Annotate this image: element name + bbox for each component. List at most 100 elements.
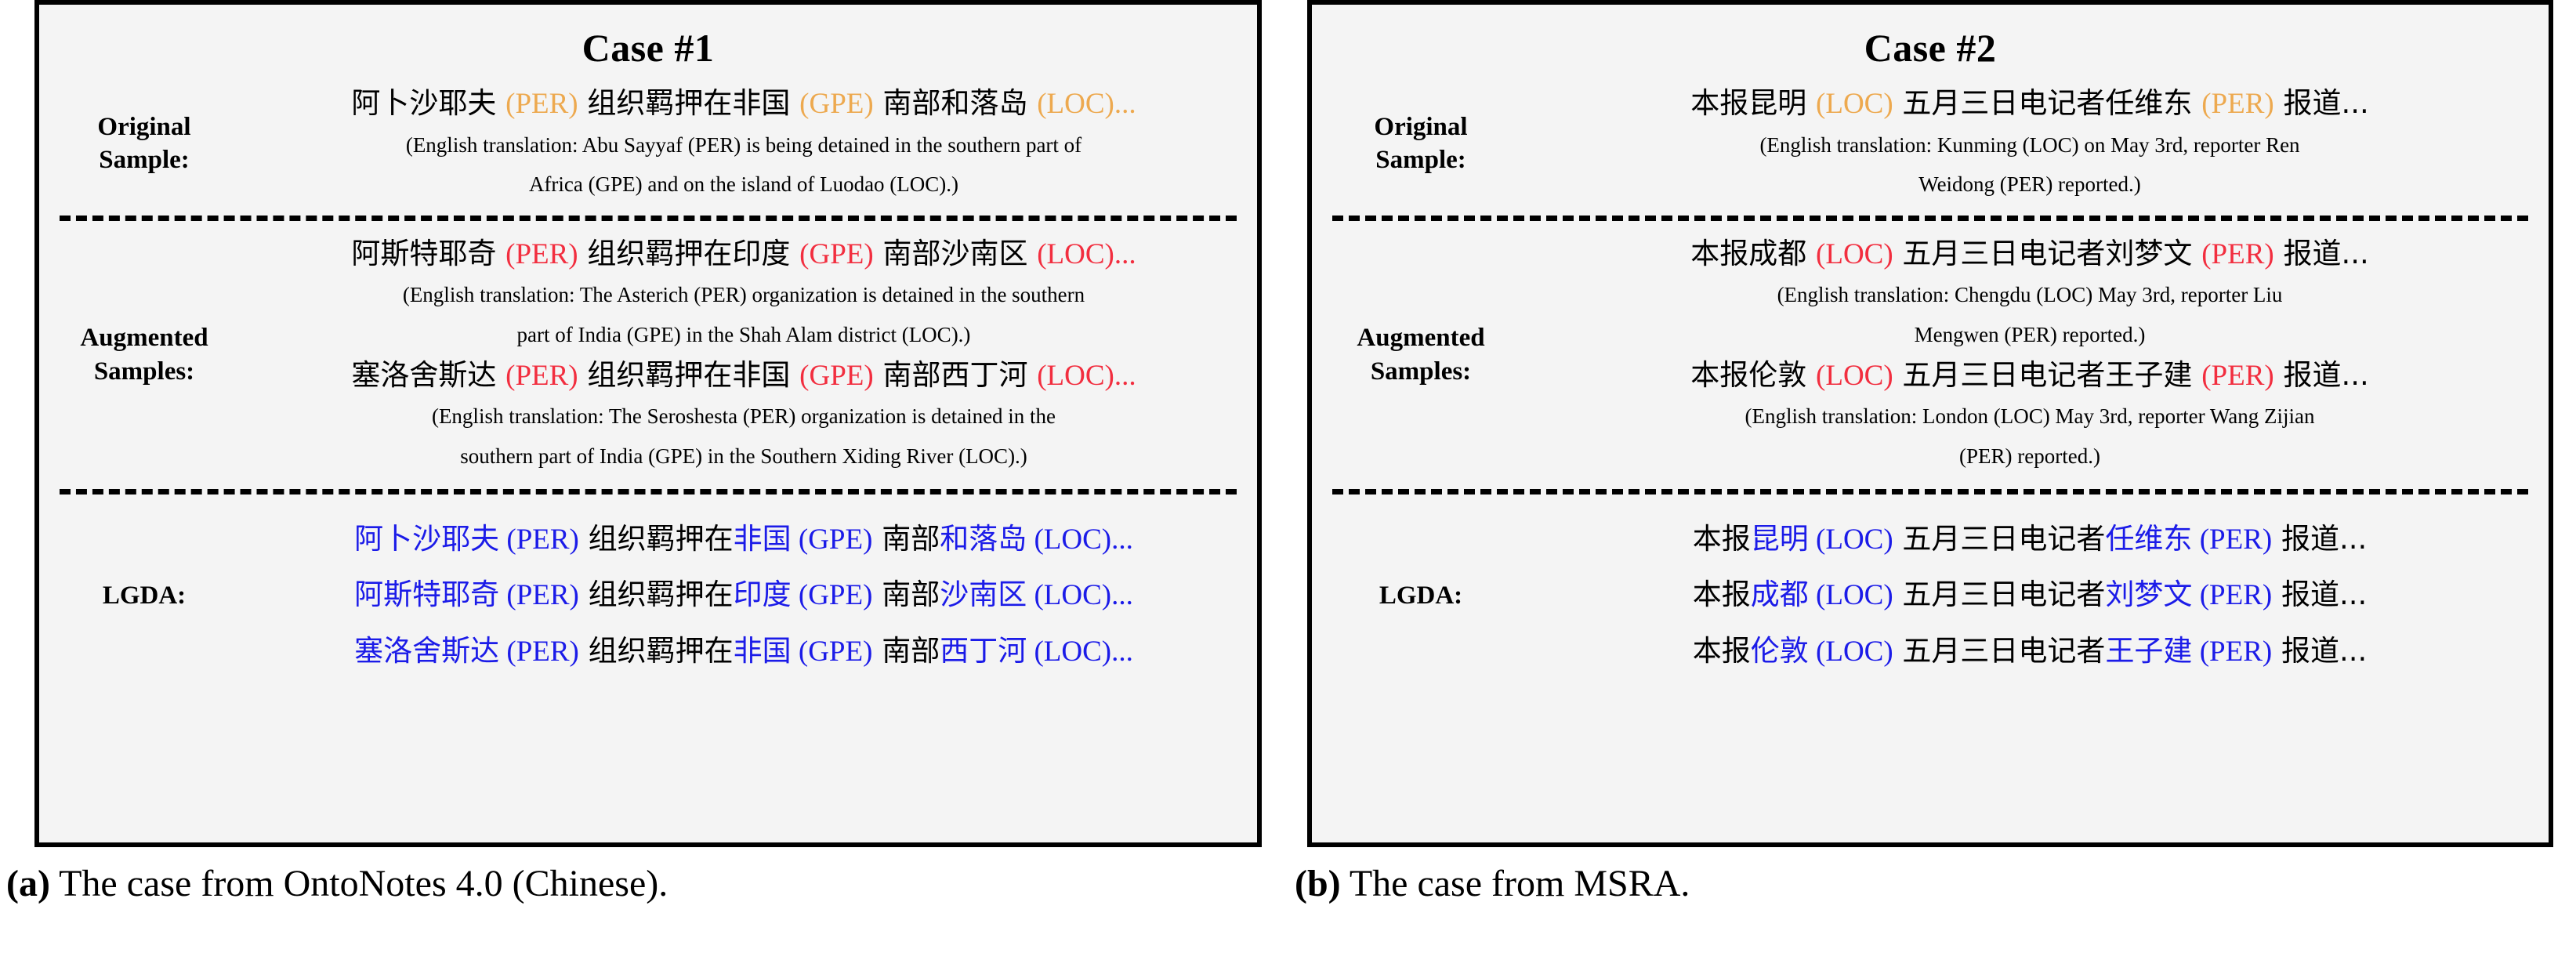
case-2-lgda-body: 本报昆明 (LOC) 五月三日电记者任维东 (PER) 报道... 本报成都 (… [1522,512,2549,680]
case-2-lgda-chinese-line-3: 本报伦敦 (LOC) 五月三日电记者王子建 (PER) 报道... [1522,624,2538,680]
entity-segment: 阿斯特耶奇 [354,578,500,612]
entity-segment: 伦敦 [1750,633,1809,668]
case-panels-container: Case #1 Original Sample: 阿卜沙耶夫 (PER) 组织羁… [34,0,2553,847]
caption-b-text: The case from MSRA. [1349,863,1690,904]
entity-segment: (PER) [2201,237,2274,270]
entity-segment: (PER) [499,579,579,612]
case-2-original-section: Original Sample: 本报昆明 (LOC) 五月三日电记者任维东 (… [1312,78,2549,216]
case-2-augmented-english-1-line-1: (English translation: Chengdu (LOC) May … [1777,283,2283,307]
entity-segment: (PER) [2192,579,2273,612]
case-1-original-label-line-2: Sample: [99,146,190,175]
entity-segment: 印度 [733,578,792,612]
entity-segment: (GPE) [791,579,873,612]
caption-b-marker: (b) [1295,863,1341,904]
case-2-lgda-chinese-line-1: 本报昆明 (LOC) 五月三日电记者任维东 (PER) 报道... [1522,512,2538,568]
entity-segment: 王子建 [2105,633,2193,668]
case-2-divider-1 [1332,215,2528,221]
entity-segment: 塞洛舍斯达 [354,633,500,668]
text-segment: 组织羁押在非国 [578,357,800,392]
entity-segment: 阿卜沙耶夫 [354,521,500,556]
entity-segment: 和落岛 [940,521,1027,556]
entity-segment: 成都 [1750,578,1809,612]
entity-segment: (LOC) [1808,579,1893,612]
entity-segment: (LOC)... [1037,237,1136,270]
caption-b: (b) The case from MSRA. [1295,862,1690,905]
case-1-original-label-line-1: Original [97,113,191,142]
entity-segment: (GPE) [799,359,874,392]
entity-segment: (PER) [505,237,578,270]
case-2-augmented-chinese-line-1: 本报成都 (LOC) 五月三日电记者刘梦文 (PER) 报道... [1522,234,2538,276]
entity-segment: (LOC) [1808,635,1893,668]
case-panel-1: Case #1 Original Sample: 阿卜沙耶夫 (PER) 组织羁… [34,0,1262,847]
case-1-title: Case #1 [582,26,715,70]
text-segment: 组织羁押在印度 [578,236,800,270]
case-1-original-chinese-line: 阿卜沙耶夫 (PER) 组织羁押在非国 (GPE) 南部和落岛 (LOC)... [241,83,1246,125]
case-2-augmented-label-line-1: Augmented [1357,324,1485,353]
entity-segment: 非国 [733,633,792,668]
text-segment: 南部 [872,521,940,556]
case-2-lgda-section: LGDA: 本报昆明 (LOC) 五月三日电记者任维东 (PER) 报道... … [1312,494,2549,694]
text-segment: 南部 [872,633,940,668]
entity-segment: (LOC)... [1037,88,1136,120]
case-2-original-chinese-line: 本报昆明 (LOC) 五月三日电记者任维东 (PER) 报道... [1522,83,2538,125]
text-segment: 塞洛舍斯达 [351,357,506,392]
text-segment: 本报成都 [1690,236,1817,270]
case-2-title: Case #2 [1864,26,1997,70]
caption-a: (a) The case from OntoNotes 4.0 (Chinese… [6,862,668,905]
text-segment: 阿卜沙耶夫 [351,86,506,120]
entity-segment: 西丁河 [940,633,1027,668]
entity-segment: (GPE) [799,88,874,120]
entity-segment: (LOC)... [1037,359,1136,392]
case-2-original-body: 本报昆明 (LOC) 五月三日电记者任维东 (PER) 报道... (Engli… [1522,83,2549,205]
text-segment: 组织羁押在 [578,521,734,556]
text-segment: 报道... [2272,633,2368,668]
text-segment: 五月三日电记者 [1893,633,2106,668]
entity-segment: 非国 [733,521,792,556]
caption-a-text: The case from OntoNotes 4.0 (Chinese). [59,863,668,904]
text-segment: 本报 [1692,521,1751,556]
text-segment: 本报昆明 [1690,86,1817,120]
entity-segment: (LOC) [1816,88,1893,120]
text-segment: 报道... [2273,86,2369,120]
case-2-divider-2 [1332,488,2528,494]
case-2-augmented-label-line-2: Samples: [1370,357,1472,386]
case-1-original-body: 阿卜沙耶夫 (PER) 组织羁押在非国 (GPE) 南部和落岛 (LOC)...… [241,83,1257,205]
entity-segment: (GPE) [799,237,874,270]
case-1-augmented-english-2-line-2: southern part of India (GPE) in the Sout… [460,444,1027,468]
entity-segment: 刘梦文 [2105,578,2193,612]
case-1-original-label: Original Sample: [39,110,241,176]
entity-segment: (GPE) [791,635,873,668]
case-panel-1-wrapper: Case #1 Original Sample: 阿卜沙耶夫 (PER) 组织羁… [34,0,1262,847]
entity-segment: 昆明 [1750,521,1809,556]
text-segment: 五月三日电记者刘梦文 [1893,236,2202,270]
text-segment: 五月三日电记者 [1893,578,2106,612]
figure-captions: (a) The case from OntoNotes 4.0 (Chinese… [0,862,2576,933]
case-1-lgda-chinese-line-2: 阿斯特耶奇 (PER) 组织羁押在印度 (GPE) 南部沙南区 (LOC)... [241,567,1246,624]
text-segment: 组织羁押在 [578,578,734,612]
case-1-augmented-english-2-line-1: (English translation: The Seroshesta (PE… [431,404,1056,429]
text-segment: 报道... [2273,236,2369,270]
text-segment: 报道... [2272,521,2368,556]
entity-segment: (PER) [2192,523,2273,556]
case-2-original-english-line-2: Weidong (PER) reported.) [1918,172,2141,197]
case-2-original-label-line-1: Original [1374,113,1468,142]
entity-segment: (PER) [2201,359,2274,392]
text-segment: 五月三日电记者王子建 [1893,357,2202,392]
case-1-lgda-chinese-line-3: 塞洛舍斯达 (PER) 组织羁押在非国 (GPE) 南部西丁河 (LOC)... [241,624,1246,680]
entity-segment: (PER) [505,359,578,392]
entity-segment: 任维东 [2105,521,2193,556]
case-2-augmented-label: Augmented Samples: [1312,321,1522,387]
text-segment: 五月三日电记者任维东 [1893,86,2202,120]
text-segment: 报道... [2273,357,2369,392]
case-2-augmented-english-2-line-2: (PER) reported.) [1959,444,2100,468]
case-1-augmented-chinese-line-2: 塞洛舍斯达 (PER) 组织羁押在非国 (GPE) 南部西丁河 (LOC)... [241,355,1246,397]
case-1-lgda-section: LGDA: 阿卜沙耶夫 (PER) 组织羁押在非国 (GPE) 南部和落岛 (L… [39,494,1257,694]
case-2-lgda-label: LGDA: [1312,579,1522,612]
case-1-augmented-label-line-1: Augmented [80,324,208,353]
text-segment: 组织羁押在非国 [578,86,800,120]
text-segment: 本报 [1692,578,1751,612]
caption-a-marker: (a) [6,863,50,904]
case-2-original-label-line-2: Sample: [1375,146,1466,175]
text-segment: 本报 [1692,633,1751,668]
text-segment: 五月三日电记者 [1893,521,2106,556]
